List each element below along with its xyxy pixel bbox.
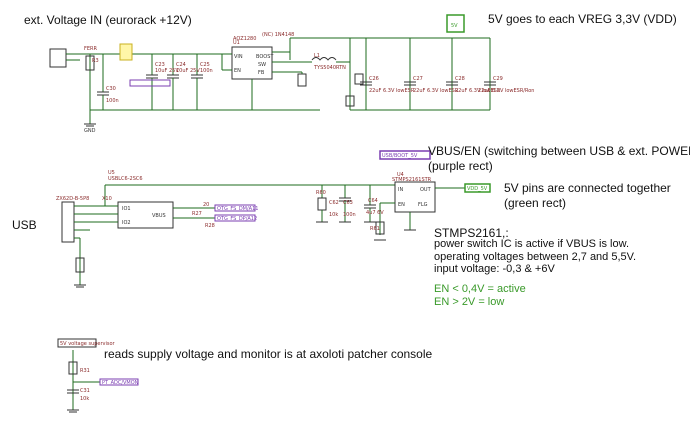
c31-value: 10k [80,396,89,402]
u5-part: USBLC6-2SC6 [108,176,143,182]
u1-fb-pin: FB [258,70,265,76]
u1-part: AOZ1280 [233,36,256,42]
l1-part: TYS5040RTN [313,65,346,71]
usb-conn-part: ZX62D-B-5P8 [56,196,89,202]
c27-label: C27 [413,76,423,82]
green-rect-5v-top [446,14,465,33]
u1-sw-pin: SW [258,62,266,68]
r31-label: R31 [80,368,90,374]
en-low-note: EN > 2V = low [434,296,505,308]
stmps-line2: operating voltages between 2,7 and 5,5V. [434,251,637,263]
u5-io2-pin: IO2 [122,220,131,226]
c25-value: 100n [200,68,213,74]
c24-value: 10uF 25V [176,68,200,74]
net-tag-dp [214,214,256,222]
gnd-label-power: GND [84,128,96,134]
pins-note-line2: (green rect) [504,196,567,210]
usb-dm-net: OTG_FS_DM/A11 [217,206,258,212]
usb-dp-net: OTG_FS_DP/A12 [217,216,257,222]
u5-vbus-pin: VBUS [152,213,166,219]
vdd-tag: VDD_5V [467,186,488,192]
top-5v-label: 5V [451,23,458,29]
r61-label: R61 [370,226,380,232]
u4-ref: U4 [397,172,404,178]
highlight-input-diode [119,43,133,61]
u5-ref: U5 [108,170,115,176]
c24-label: C24 [176,62,186,68]
u1-vin-pin: VIN [234,54,243,60]
stmps-line1: power switch IC is active if VBUS is low… [434,238,630,250]
usb-label: USB [12,218,37,232]
purple-rect-vbus [379,150,431,160]
c29-value: 22uF 6.3V lowESR/Ron [478,88,534,94]
vbus-tag: USB/BOOT_5V [382,153,418,159]
c28-value: 22uF 6.3V lowESR [455,88,501,94]
c26-label: C26 [369,76,379,82]
sense-title: 5V voltage supervisor [60,341,116,347]
u1-boost-pin: BOOST [256,54,274,60]
c31-label: C31 [80,388,90,394]
vbus-note-line1: VBUS/EN (switching between USB & ext. PO… [428,144,690,158]
c26-value: 22uF 6.3V lowESR [369,88,415,94]
d1-label: (NC) 1N4148 [262,32,294,38]
stmps-title: STMPS2161,: [434,226,509,240]
usb-conn-ref: X10 [102,196,112,202]
c29-label: C29 [493,76,503,82]
monitor-note: reads supply voltage and monitor is at a… [104,347,433,361]
u1-en-pin: EN [234,68,241,74]
r27-label: R27 [192,211,202,217]
c64-value: 4u7 6V [366,210,384,216]
c64-label: C64 [368,198,378,204]
c62-value: 10k [329,212,338,218]
c30-value: 100n [106,98,119,104]
en-active-note: EN < 0,4V = active [434,283,526,295]
r28-label: R28 [205,223,215,229]
c27-value: 22uF 6.3V lowESR [413,88,459,94]
pins-note-line1: 5V pins are connected together [504,181,671,195]
u4-flg-pin: FLG [418,202,428,208]
vbus-note-line2: (purple rect) [428,159,493,173]
monitor-title-box [57,338,97,348]
c62-label: C62 [329,200,339,206]
net-tag-adc [99,378,139,386]
u1-ref: U1 [233,40,240,46]
sense-net: PT_ADC/VMON [102,380,139,386]
l1-ref: L1 [314,53,320,59]
ferr-label: FERR [84,46,98,52]
u4-part: STMPS2161STR [392,177,432,183]
c63-value: 100n [343,212,356,218]
u5-io1-pin: IO1 [122,206,131,212]
vreg-note: 5V goes to each VREG 3,3V (VDD) [488,12,677,26]
c23-label: C23 [155,62,165,68]
c23-value: 10uF 25V [155,68,179,74]
u4-in-pin: IN [398,187,403,193]
c25-label: C25 [200,62,210,68]
u4-out-pin: OUT [420,187,432,193]
c28-label: C28 [455,76,465,82]
net-tag-dm [214,204,256,212]
r27-value: 20 [203,202,209,208]
c63-label: C63 [343,200,353,206]
r3-label: R3 [92,58,99,64]
u4-en-pin: EN [398,202,405,208]
stmps-line3: input voltage: -0,3 & +6V [434,263,555,275]
green-rect-5v-usb [464,183,491,193]
c30-label: C30 [106,86,116,92]
r60-label: R60 [316,190,326,196]
ext-voltage-note: ext. Voltage IN (eurorack +12V) [24,13,192,27]
net-tag-power [129,79,171,87]
